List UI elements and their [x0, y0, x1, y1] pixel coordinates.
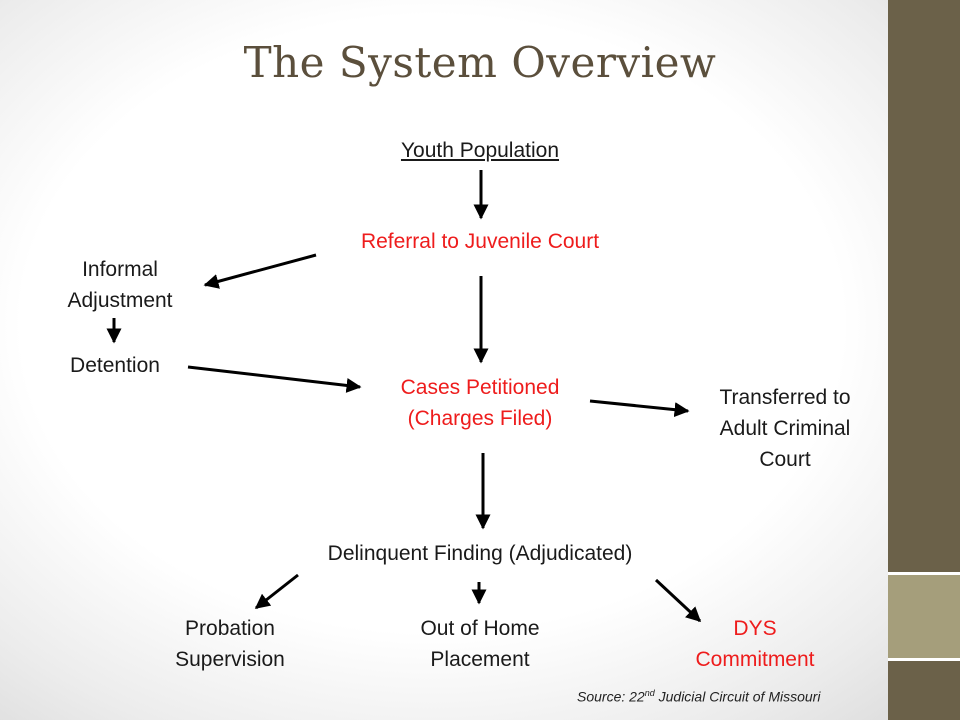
slide-title: The System Overview [243, 38, 717, 87]
source-suffix: Judicial Circuit of Missouri [654, 688, 821, 705]
node-cases-petitioned: Cases Petitioned (Charges Filed) [400, 376, 560, 430]
side-divider-bottom [888, 658, 960, 661]
node-youth-population: Youth Population [400, 139, 560, 162]
node-informal-adjustment: Informal Adjustment [67, 258, 173, 312]
arrow-referral-to-informal [203, 253, 317, 289]
node-out-of-home-placement: Out of Home Placement [420, 617, 540, 671]
source-superscript: nd [644, 688, 655, 698]
node-referral-to-juvenile-court: Referral to Juvenile Court [360, 230, 600, 253]
node-dys-commitment: DYS Commitment [695, 617, 815, 671]
arrow-delinquent-to-dys [654, 578, 702, 623]
side-divider-top [888, 572, 960, 575]
source-citation: Source: 22nd Judicial Circuit of Missour… [577, 688, 820, 705]
node-probation-supervision: Probation Supervision [175, 617, 285, 671]
arrow-cases-to-transferred [589, 399, 690, 418]
side-accent-block [888, 575, 960, 658]
node-transferred-adult-court: Transferred to Adult Criminal Court [719, 386, 851, 471]
arrow-delinquent-to-probation [254, 573, 299, 610]
node-delinquent-finding: Delinquent Finding (Adjudicated) [327, 542, 633, 565]
node-detention: Detention [70, 354, 160, 377]
source-prefix: Source: 22 [577, 688, 645, 705]
arrow-detention-to-cases [187, 365, 362, 393]
